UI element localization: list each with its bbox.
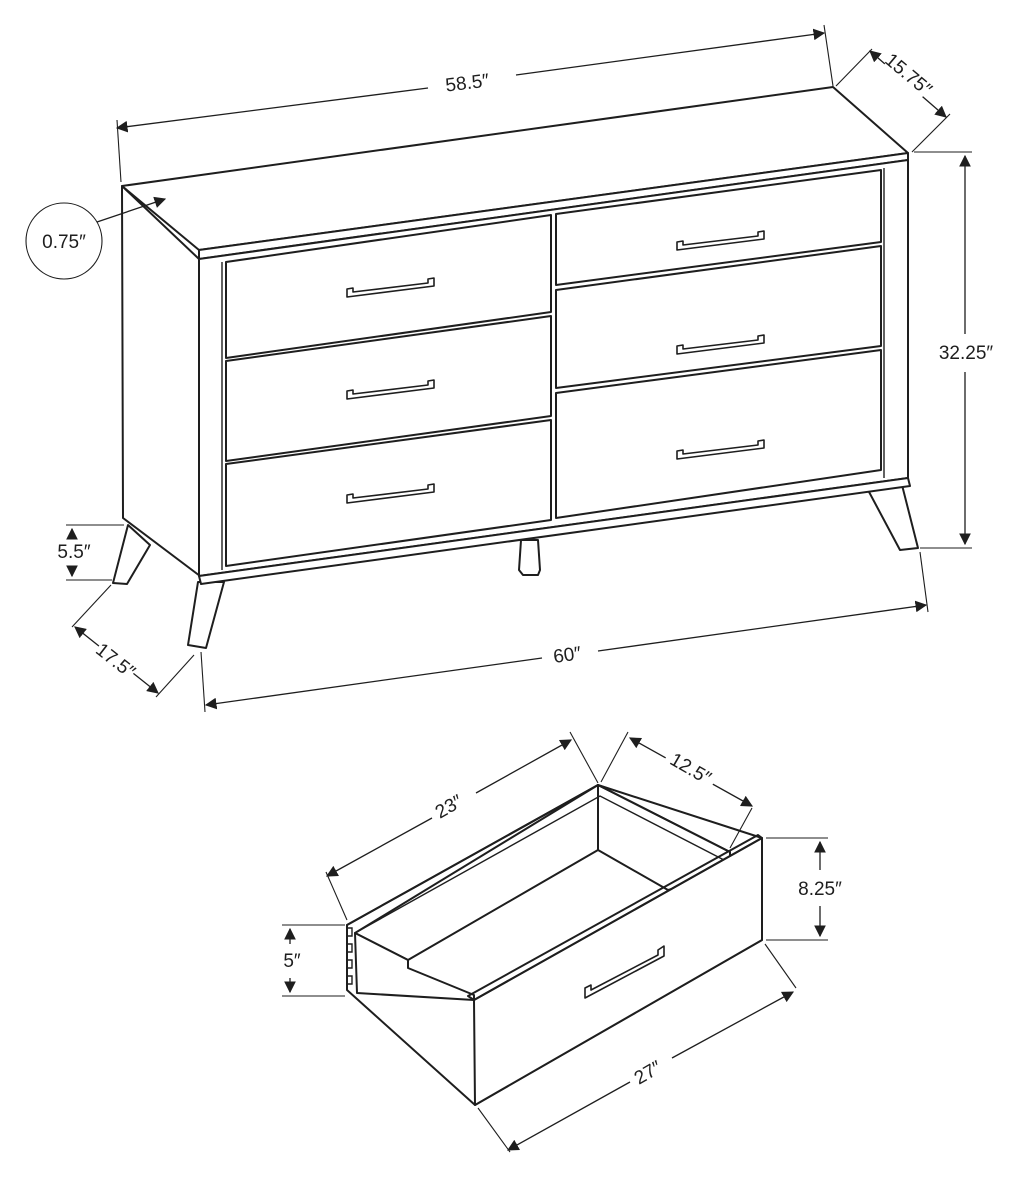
- leg-back-left: [112, 524, 151, 585]
- leg-middle: [518, 539, 541, 576]
- drawer-rim: [346, 784, 731, 926]
- dimension-top-thickness: 0.75″: [42, 232, 86, 253]
- dimension-height: 32.25″: [939, 343, 994, 364]
- dimension-width-top: 58.5″: [444, 70, 490, 96]
- extension-line: [200, 651, 206, 713]
- extension-line: [71, 584, 112, 628]
- dimension-front-width: 27″: [631, 1057, 666, 1089]
- extension-line: [477, 1107, 511, 1153]
- dresser-side-panel: [121, 185, 201, 577]
- drawer-handles: [346, 230, 765, 504]
- extension-line: [919, 551, 929, 613]
- extension-line: [823, 24, 834, 87]
- dimension-width-base-line: [597, 600, 928, 652]
- drawer-handle: [346, 379, 435, 400]
- extension-line: [155, 654, 195, 698]
- drawer-front-top-edge: [467, 834, 763, 1001]
- label-mask: [882, 48, 936, 100]
- extension-line: [764, 943, 797, 989]
- drawer-front: [225, 315, 552, 462]
- dresser-legs: [112, 484, 919, 649]
- extension-line: [325, 871, 348, 921]
- drawer-detail: [346, 784, 763, 1106]
- drawer-handle: [584, 945, 665, 999]
- drawer-front: [555, 245, 882, 389]
- dimension-inner-length: 23″: [432, 791, 467, 823]
- top-thickness-callout-circle: [25, 202, 103, 280]
- dimension-front-height: 8.25″: [798, 879, 842, 900]
- dimension-width-base-line: [204, 657, 543, 710]
- drawer-handle: [346, 483, 435, 504]
- drawer-bottom-edge: [407, 849, 669, 961]
- drawer-handle: [346, 277, 435, 298]
- dimension-side-height: 5″: [283, 951, 301, 972]
- dimension-leg-height: 5.5″: [57, 542, 90, 563]
- drawer-handle: [676, 439, 765, 460]
- drawer-front: [555, 169, 882, 286]
- extension-line: [729, 807, 753, 849]
- dimension-width-base: 60″: [552, 643, 583, 668]
- top-thickness-callout-arrow: [96, 196, 167, 223]
- leg-front-right: [867, 484, 919, 551]
- drawer-fronts: [225, 169, 882, 567]
- dimension-front-width-line: [671, 991, 795, 1059]
- leg-front-left: [187, 581, 225, 649]
- drawer-handle: [676, 334, 765, 355]
- dimension-inner-length-line: [325, 817, 433, 877]
- extension-line: [835, 48, 873, 87]
- drawer-front: [225, 214, 552, 359]
- drawer-dovetail-joint: [347, 927, 353, 985]
- dresser-base-rail: [198, 477, 911, 585]
- drawer-front: [555, 349, 882, 519]
- drawer-handle: [676, 230, 765, 251]
- extension-line: [911, 113, 951, 153]
- dresser: [112, 86, 919, 649]
- dimension-front-width-line: [506, 1081, 631, 1151]
- dresser-dimensions: 58.5″ 15.75″ 0.75″ 32.25″ 5.5″ 17.5″: [25, 24, 994, 713]
- dimension-width-top-line: [515, 28, 826, 76]
- dimension-inner-length-line: [475, 739, 573, 794]
- extension-line: [600, 731, 629, 783]
- extension-line: [116, 119, 122, 183]
- extension-line: [569, 731, 599, 784]
- drawer-rim-inner: [354, 795, 725, 934]
- dimension-width-top-line: [115, 87, 429, 133]
- label-mask: [91, 636, 141, 684]
- label-mask: [661, 744, 721, 792]
